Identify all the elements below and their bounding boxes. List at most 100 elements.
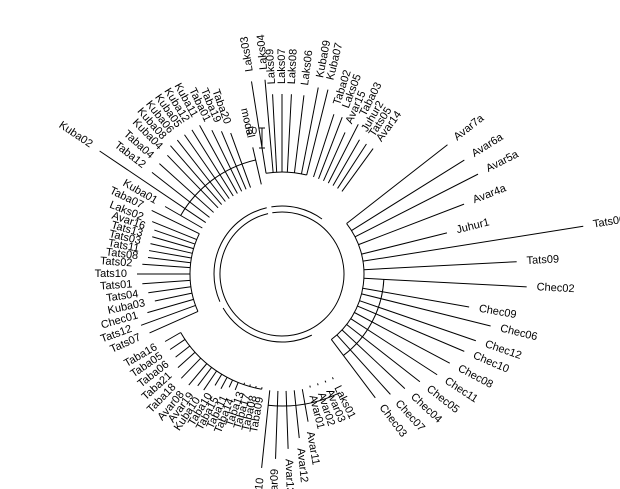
tree-branch: [175, 345, 191, 358]
tip-label: Tats01: [100, 278, 133, 292]
tree-branch: [180, 357, 202, 379]
tree-branch: [243, 382, 246, 385]
tree-branch: [317, 383, 319, 386]
tree-branch: [306, 89, 329, 176]
tree-branch: [164, 206, 203, 229]
tree-branch: [220, 131, 247, 190]
tip-label: Avar09: [268, 469, 281, 489]
tree-branch: [293, 390, 300, 439]
clade-ring: [213, 207, 267, 302]
tree-branch: [363, 277, 527, 288]
tree-branch: [249, 384, 251, 387]
tree-branch: [350, 318, 438, 376]
tree-branch: [252, 147, 262, 185]
tree-branch: [234, 382, 239, 391]
tip-label: Tats09: [526, 253, 559, 267]
tree-branch: [151, 209, 200, 235]
tree-branch: [230, 132, 252, 188]
tip-label: Laks09: [264, 49, 278, 85]
tip-label: Tats08: [105, 246, 139, 262]
tip-label: Avar7a: [452, 112, 487, 143]
tree-branch: [197, 367, 212, 387]
tree-branch: [331, 377, 334, 380]
tip-label: Tats10: [95, 268, 127, 280]
tip-label: Laks08: [286, 49, 300, 85]
tip-label: Laks04: [255, 34, 270, 70]
tree-branch: [251, 81, 267, 174]
tree-branch: [164, 332, 181, 342]
tree-branch: [261, 390, 271, 468]
tree-branch: [184, 134, 230, 199]
tip-label: modal: [238, 107, 256, 139]
tree-branch: [330, 339, 376, 399]
clade-ring: [271, 205, 323, 220]
tree-branch: [301, 389, 309, 422]
tree-branch: [354, 312, 450, 364]
tree-branch: [147, 257, 191, 264]
tree-edges: [99, 79, 584, 468]
tip-label: Tats02: [100, 255, 133, 269]
tip-label: Laks03: [238, 36, 255, 73]
tip-label: Kuba02: [57, 119, 95, 150]
tree-branch: [275, 390, 279, 459]
tree-branch: [346, 144, 448, 224]
tip-label: Avar11: [304, 431, 322, 466]
scale-bar-label: 10: [246, 126, 258, 137]
tree-branch: [293, 95, 305, 173]
tree-branch: [228, 379, 234, 388]
tree-branch: [336, 334, 391, 395]
tree-branch: [159, 163, 214, 213]
tree-branch: [203, 370, 217, 391]
tree-branch: [214, 374, 223, 386]
clade-ring: [222, 307, 313, 343]
tree-branch: [199, 125, 238, 194]
root-ring: [219, 211, 345, 337]
tree-branch: [272, 94, 278, 173]
clade-ring: [331, 223, 365, 340]
tip-label: Chec09: [478, 303, 517, 321]
tip-label: Chec02: [536, 281, 574, 295]
tree-branch: [151, 172, 210, 218]
tree-branch: [327, 124, 359, 184]
tree-branch: [362, 287, 470, 308]
tree-branch: [337, 143, 367, 189]
tree-branch: [220, 377, 228, 390]
tree-branch: [142, 263, 191, 269]
tip-label: Laks06: [299, 49, 315, 86]
tree-branch: [324, 380, 327, 383]
tree-branch: [148, 286, 191, 294]
tree-branch: [362, 225, 584, 262]
tree-branch: [341, 148, 374, 192]
tree-branch: [167, 154, 219, 209]
tip-label: Laks07: [276, 49, 288, 84]
tree-branch: [191, 129, 234, 197]
tree-branch: [154, 229, 196, 245]
tree-branch: [346, 324, 421, 383]
tree-branch: [177, 351, 196, 369]
tree-branch: [211, 129, 243, 192]
tree-branch: [140, 304, 196, 326]
tree-branch: [361, 232, 448, 255]
tree-branch: [99, 150, 207, 223]
tree-branch: [354, 173, 479, 238]
tip-label: Avar10: [251, 477, 267, 489]
tree-branch: [170, 145, 223, 205]
tree-branch: [361, 293, 491, 327]
tree-branch: [313, 114, 335, 178]
tree-branch: [285, 390, 289, 449]
tree-branch: [152, 236, 194, 250]
clade-ring: [265, 171, 307, 176]
tree-branch: [169, 339, 186, 350]
tip-label: Avar4a: [471, 182, 508, 206]
clade-ring: [180, 332, 262, 390]
tip-label: Chec06: [499, 323, 539, 344]
tree-branch: [318, 116, 343, 179]
tree-branch: [323, 132, 346, 182]
tip-label: Avar12: [294, 447, 310, 483]
tip-label: Tats11: [107, 237, 140, 254]
tree-branch: [152, 221, 197, 240]
tree-branch: [359, 300, 476, 342]
tree-branch: [363, 261, 517, 271]
